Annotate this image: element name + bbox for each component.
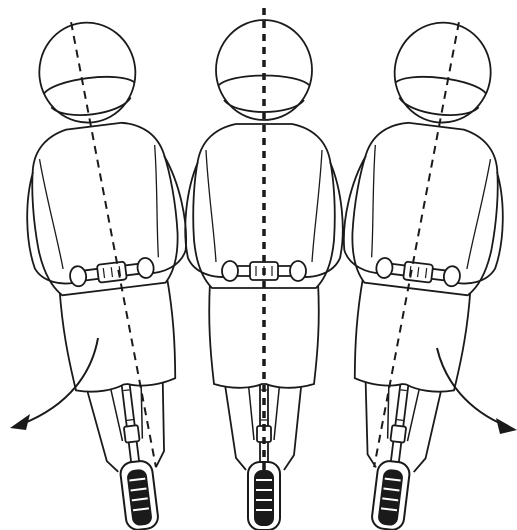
rider-right bbox=[308, 11, 517, 530]
rider-left bbox=[3, 11, 222, 530]
rider-center bbox=[185, 8, 343, 530]
